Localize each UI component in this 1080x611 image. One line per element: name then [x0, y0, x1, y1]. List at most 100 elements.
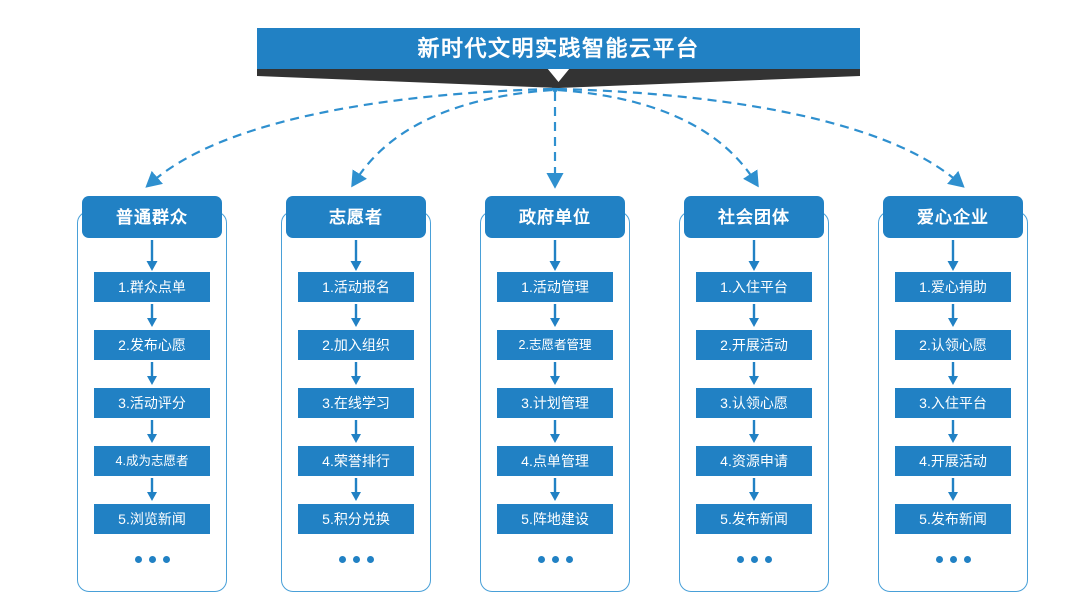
item-connector [895, 360, 1011, 388]
column-items-5: 1.爱心捐助 2.认领心愿 3.入住平台 4.开展活动 5.发布新闻 [895, 272, 1011, 563]
item-box[interactable]: 1.爱心捐助 [895, 272, 1011, 302]
item-box[interactable]: 5.浏览新闻 [94, 504, 210, 534]
item-label: 3.计划管理 [521, 395, 589, 411]
item-label: 2.开展活动 [720, 337, 788, 353]
item-connector [94, 302, 210, 330]
ellipsis-dot [551, 556, 559, 563]
column-header-1[interactable]: 普通群众 [82, 196, 222, 238]
item-box[interactable]: 1.活动管理 [497, 272, 613, 302]
ellipsis-dot [537, 556, 545, 563]
column-items-2: 1.活动报名 2.加入组织 3.在线学习 4.荣誉排行 5.积分兑换 [298, 272, 414, 563]
item-label: 2.认领心愿 [919, 337, 987, 353]
item-label: 1.入住平台 [720, 279, 788, 295]
item-connector [497, 302, 613, 330]
header-to-first-item-arrow [549, 240, 561, 271]
item-connector [94, 418, 210, 446]
item-connector [696, 302, 812, 330]
ellipsis-dot [949, 556, 957, 563]
item-label: 2.发布心愿 [118, 337, 186, 353]
item-box[interactable]: 5.发布新闻 [696, 504, 812, 534]
item-label: 2.志愿者管理 [518, 337, 592, 352]
dashed-arrow-to-column-4 [557, 88, 759, 188]
item-box[interactable]: 4.荣誉排行 [298, 446, 414, 476]
column-header-label: 政府单位 [519, 207, 591, 227]
item-box[interactable]: 4.点单管理 [497, 446, 613, 476]
ellipsis-dot [134, 556, 142, 563]
item-label: 5.发布新闻 [919, 511, 987, 527]
column-header-label: 社会团体 [718, 207, 790, 227]
ellipsis-dot [736, 556, 744, 563]
dashed-arrow-to-column-2 [351, 88, 553, 188]
ellipsis-dot [148, 556, 156, 563]
item-connector [94, 360, 210, 388]
column-header-4[interactable]: 社会团体 [684, 196, 824, 238]
item-box[interactable]: 4.开展活动 [895, 446, 1011, 476]
item-label: 5.浏览新闻 [118, 511, 186, 527]
item-box[interactable]: 2.认领心愿 [895, 330, 1011, 360]
column-政府单位: 政府单位 1.活动管理 2.志愿者管理 3.计划管理 4.点单管理 5.阵地建设 [480, 196, 630, 592]
item-label: 5.阵地建设 [521, 511, 589, 527]
item-box[interactable]: 5.积分兑换 [298, 504, 414, 534]
dashed-arrow-to-column-5 [557, 87, 965, 188]
item-label: 4.点单管理 [521, 453, 589, 469]
ellipsis-dot [935, 556, 943, 563]
item-box[interactable]: 2.加入组织 [298, 330, 414, 360]
ellipsis-dot [764, 556, 772, 563]
item-label: 1.活动管理 [521, 279, 589, 295]
column-普通群众: 普通群众 1.群众点单 2.发布心愿 3.活动评分 4.成为志愿者 5.浏览新闻 [77, 196, 227, 592]
item-box[interactable]: 3.活动评分 [94, 388, 210, 418]
item-label: 3.活动评分 [118, 395, 186, 411]
item-box[interactable]: 1.群众点单 [94, 272, 210, 302]
item-box[interactable]: 1.活动报名 [298, 272, 414, 302]
item-box[interactable]: 5.发布新闻 [895, 504, 1011, 534]
item-box[interactable]: 2.开展活动 [696, 330, 812, 360]
item-connector [696, 360, 812, 388]
column-header-label: 爱心企业 [917, 207, 989, 227]
item-connector [497, 418, 613, 446]
item-box[interactable]: 3.在线学习 [298, 388, 414, 418]
item-label: 1.爱心捐助 [919, 279, 987, 295]
item-connector [895, 302, 1011, 330]
header-to-first-item-arrow [947, 240, 959, 271]
item-label: 2.加入组织 [322, 337, 390, 353]
item-label: 4.开展活动 [919, 453, 987, 469]
item-connector [298, 302, 414, 330]
item-box[interactable]: 2.发布心愿 [94, 330, 210, 360]
item-box[interactable]: 3.入住平台 [895, 388, 1011, 418]
item-connector [94, 476, 210, 504]
column-header-2[interactable]: 志愿者 [286, 196, 426, 238]
column-header-label: 普通群众 [116, 207, 188, 227]
ellipsis-dot [750, 556, 758, 563]
header-to-first-item-arrow [748, 240, 760, 271]
item-box[interactable]: 4.资源申请 [696, 446, 812, 476]
item-connector [497, 476, 613, 504]
column-header-5[interactable]: 爱心企业 [883, 196, 1023, 238]
item-connector [298, 418, 414, 446]
ellipsis-indicator [94, 556, 210, 563]
column-header-3[interactable]: 政府单位 [485, 196, 625, 238]
ellipsis-indicator [696, 556, 812, 563]
header-to-first-item-arrow [146, 240, 158, 271]
item-box[interactable]: 5.阵地建设 [497, 504, 613, 534]
item-label: 3.认领心愿 [720, 395, 788, 411]
column-items-1: 1.群众点单 2.发布心愿 3.活动评分 4.成为志愿者 5.浏览新闻 [94, 272, 210, 563]
item-box[interactable]: 3.计划管理 [497, 388, 613, 418]
item-box[interactable]: 3.认领心愿 [696, 388, 812, 418]
item-connector [298, 476, 414, 504]
item-connector [895, 476, 1011, 504]
item-connector [696, 418, 812, 446]
ellipsis-dot [338, 556, 346, 563]
item-label: 4.资源申请 [720, 453, 788, 469]
ellipsis-dot [366, 556, 374, 563]
item-box[interactable]: 1.入住平台 [696, 272, 812, 302]
item-label: 4.荣誉排行 [322, 453, 390, 469]
ellipsis-indicator [298, 556, 414, 563]
item-label: 5.积分兑换 [322, 511, 390, 527]
item-box[interactable]: 2.志愿者管理 [497, 330, 613, 360]
item-box[interactable]: 4.成为志愿者 [94, 446, 210, 476]
ellipsis-dot [963, 556, 971, 563]
column-items-3: 1.活动管理 2.志愿者管理 3.计划管理 4.点单管理 5.阵地建设 [497, 272, 613, 563]
column-items-4: 1.入住平台 2.开展活动 3.认领心愿 4.资源申请 5.发布新闻 [696, 272, 812, 563]
column-志愿者: 志愿者 1.活动报名 2.加入组织 3.在线学习 4.荣誉排行 5.积分兑换 [281, 196, 431, 592]
